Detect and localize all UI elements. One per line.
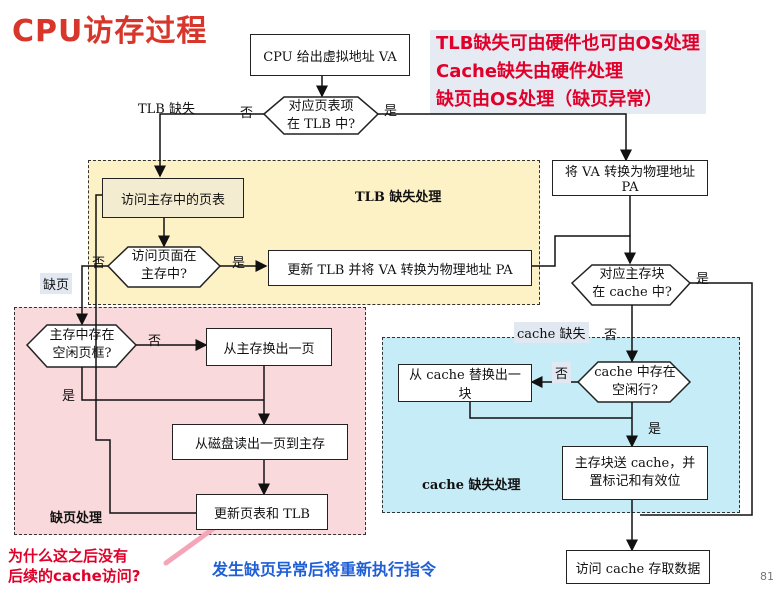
decision-free-line-line2: 空闲行? <box>612 383 658 398</box>
box-access-page-table: 访问主存中的页表 <box>102 178 244 218</box>
decision-page-in-mem-label: 访问页面在 主存中? <box>120 248 208 284</box>
box-update-tlb: 更新 TLB 并将 VA 转换为物理地址 PA <box>268 250 532 286</box>
decision-free-line-line1: cache 中存在 <box>594 365 676 380</box>
note-tlb: TLB缺失可由硬件也可由OS处理 <box>436 33 700 54</box>
decision-in-cache-label: 对应主存块 在 cache 中? <box>584 266 680 302</box>
note-block: TLB缺失可由硬件也可由OS处理 Cache缺失由硬件处理 缺页由OS处理（缺页… <box>430 30 706 114</box>
edge-label-yes4: 是 <box>696 272 710 287</box>
box-swap-out-page: 从主存换出一页 <box>206 328 332 366</box>
edge-label-yes1: 是 <box>384 104 398 119</box>
question-note: 为什么这之后没有 后续的cache访问? <box>8 546 140 586</box>
edge-label-yes3: 是 <box>62 389 76 404</box>
edge-label-yes5: 是 <box>648 422 662 437</box>
tlb-miss-region-label: TLB 缺失处理 <box>355 190 442 205</box>
decision-free-line-label: cache 中存在 空闲行? <box>590 364 680 400</box>
note-page-fault: 缺页由OS处理（缺页异常） <box>436 89 663 110</box>
edge-label-no1: 否 <box>240 106 254 121</box>
note-cache: Cache缺失由硬件处理 <box>436 61 624 82</box>
edge-label-tlb-miss: TLB 缺失 <box>138 102 195 117</box>
decision-page-in-mem-line2: 主存中? <box>141 267 187 282</box>
decision-free-frame-line1: 主存中存在 <box>49 328 115 343</box>
box-cpu-va: CPU 给出虚拟地址 VA <box>250 34 410 76</box>
cache-miss-region-label: cache 缺失处理 <box>422 478 521 493</box>
question-line1: 为什么这之后没有 <box>8 547 129 565</box>
box-read-disk: 从磁盘读出一页到主存 <box>172 424 348 460</box>
box-access-cache: 访问 cache 存取数据 <box>566 550 710 584</box>
page-number: 81 <box>760 570 774 583</box>
restart-note: 发生缺页异常后将重新执行指令 <box>212 560 437 579</box>
decision-free-line <box>576 361 692 403</box>
edge-label-yes2: 是 <box>232 256 246 271</box>
box-va-to-pa: 将 VA 转换为物理地址 PA <box>552 160 708 196</box>
edge-label-cache-miss: cache 缺失 <box>514 322 589 343</box>
decision-in-tlb-line1: 对应页表项 <box>288 99 354 114</box>
decision-free-frame-label: 主存中存在 空闲页框? <box>38 327 126 363</box>
decision-in-cache-line2: 在 cache 中? <box>592 285 672 300</box>
page-title: CPU访存过程 <box>12 14 208 49</box>
page-fault-region-label: 缺页处理 <box>50 511 103 526</box>
box-send-block: 主存块送 cache，并 置标记和有效位 <box>562 446 708 500</box>
question-line2: 后续的cache访问? <box>8 567 141 585</box>
box-send-block-line1: 主存块送 cache，并 <box>574 456 696 471</box>
edge-label-no2: 否 <box>92 256 106 271</box>
edge-label-page-miss: 缺页 <box>40 273 73 294</box>
decision-in-cache-line1: 对应主存块 <box>599 267 665 282</box>
box-cache-replace: 从 cache 替换出一块 <box>398 364 532 402</box>
decision-free-frame-line2: 空闲页框? <box>52 346 112 361</box>
decision-in-tlb-label: 对应页表项 在 TLB 中? <box>278 98 364 134</box>
box-send-block-line2: 置标记和有效位 <box>589 474 681 489</box>
box-update-pt-tlb: 更新页表和 TLB <box>196 494 328 530</box>
edge-label-no4: 否 <box>604 328 618 343</box>
decision-page-in-mem-line1: 访问页面在 <box>131 249 197 264</box>
edge-label-no3: 否 <box>148 334 162 349</box>
edge-label-no5: 否 <box>552 362 572 383</box>
decision-in-tlb-line2: 在 TLB 中? <box>286 117 356 132</box>
